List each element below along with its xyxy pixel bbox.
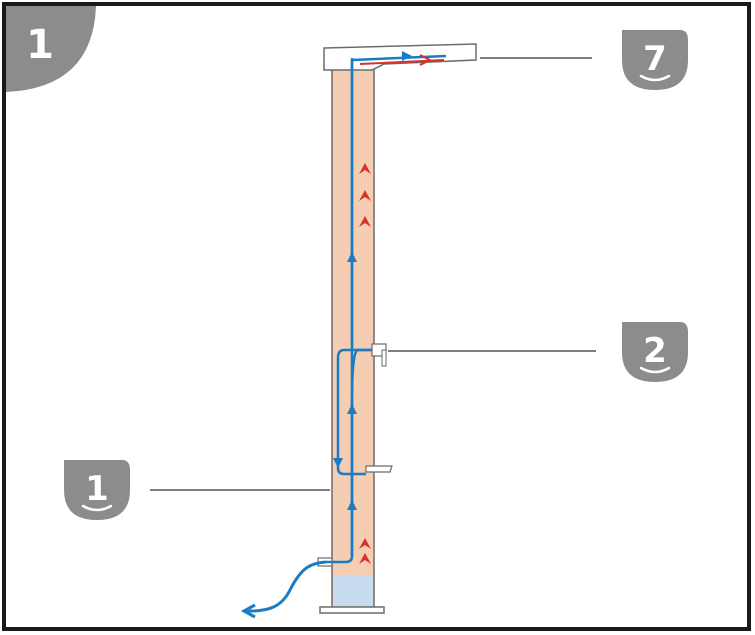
inlet-arrow (240, 603, 256, 619)
callout-7-label: 7 (643, 39, 667, 79)
callout-2-label: 2 (643, 331, 667, 371)
hot-water-arrow-top (419, 54, 431, 66)
callout-7: 7 (622, 30, 688, 90)
flow-arrows-blue (333, 51, 412, 510)
middle-jet (365, 465, 393, 473)
column-base-water (333, 575, 373, 609)
panel-number-badge: 1 (6, 6, 96, 92)
heat-chevrons (359, 163, 371, 564)
callout-2: 2 (622, 322, 688, 382)
panel-number: 1 (26, 22, 54, 68)
callout-1: 1 (64, 460, 130, 520)
inlet-hose (243, 560, 327, 613)
cold-water-flow (326, 54, 447, 564)
callout-1-label: 1 (85, 469, 109, 509)
column-base-plate (319, 606, 385, 614)
